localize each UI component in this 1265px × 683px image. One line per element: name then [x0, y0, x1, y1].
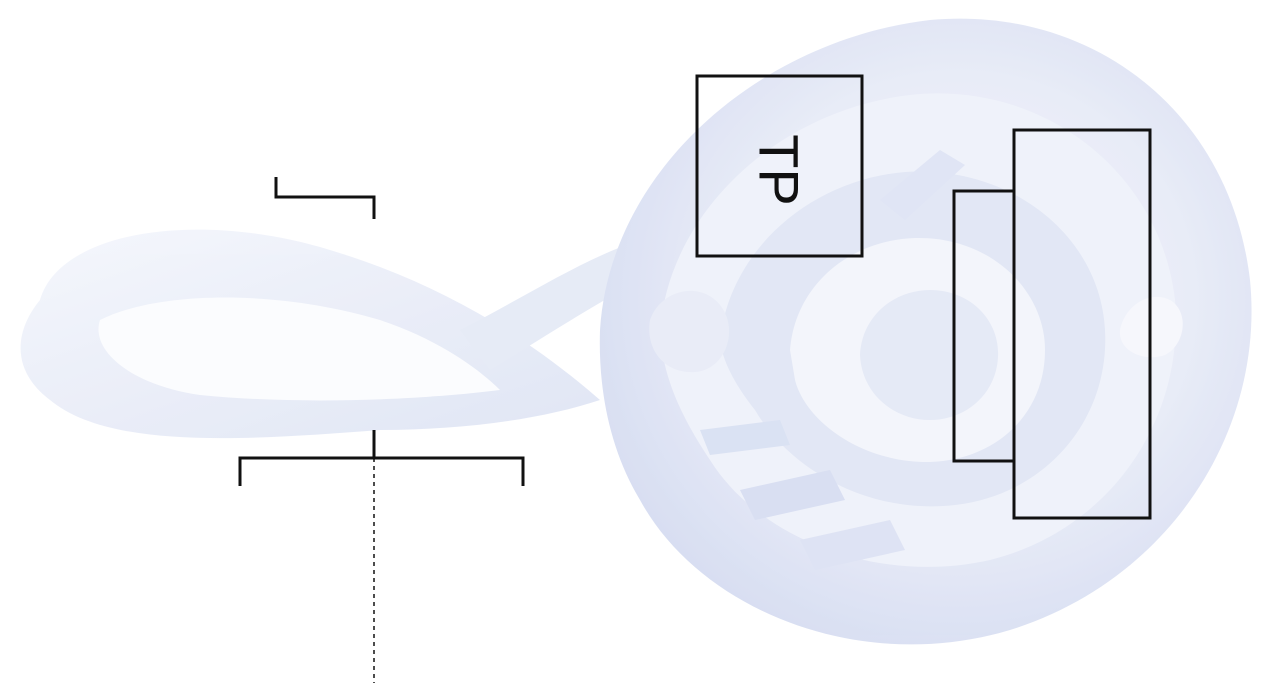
tp-box-label: TP	[748, 134, 811, 206]
background-ribbon-watermark	[20, 18, 1252, 645]
diagram-lines	[238, 74, 1152, 683]
ribbon-left-inner	[98, 297, 500, 401]
ribbon-stripe-4	[880, 150, 965, 220]
top-bracket	[274, 177, 376, 219]
ribbon-stripe-1	[700, 420, 790, 455]
tall-rectangle	[1012, 128, 1152, 520]
ribbon-spiral-band-4	[860, 290, 999, 420]
tp-box	[695, 74, 864, 258]
ribbon-small-spiral	[649, 290, 730, 373]
ribbon-stripe-3	[800, 520, 905, 570]
bottom-bracket	[238, 456, 525, 486]
ribbon-stripe-2	[740, 470, 845, 520]
